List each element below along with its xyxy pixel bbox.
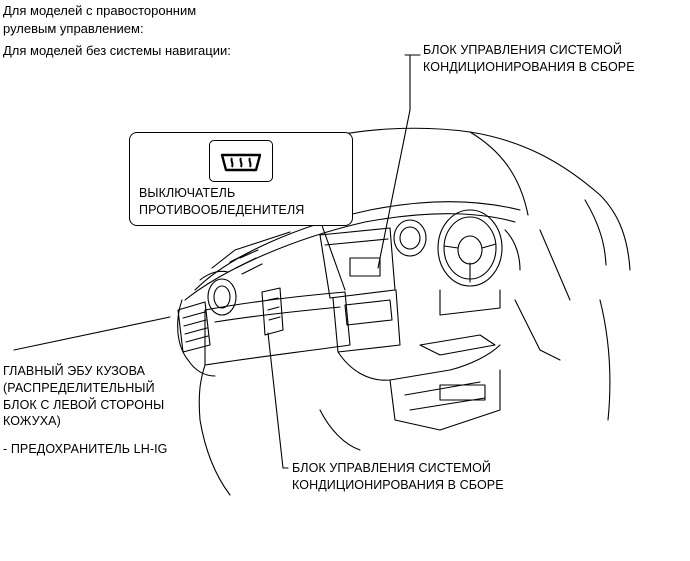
- ecu-label-3: БЛОК С ЛЕВОЙ СТОРОНЫ: [3, 398, 165, 412]
- switch-label-1: ВЫКЛЮЧАТЕЛЬ: [139, 186, 236, 200]
- leader-ac-top: [377, 54, 411, 269]
- windshield-defroster-icon: [220, 153, 262, 172]
- header-line-1: Для моделей с правосторонним: [3, 3, 197, 18]
- ac-top-label-2: КОНДИЦИОНИРОВАНИЯ В СБОРЕ: [423, 60, 635, 74]
- defroster-icon-frame: [209, 140, 273, 182]
- header-line-3: Для моделей без системы навигации:: [3, 43, 231, 58]
- switch-label-2: ПРОТИВООБЛЕДЕНИТЕЛЯ: [139, 203, 305, 217]
- leader-switch: [319, 219, 346, 291]
- header-line-2: рулевым управлением:: [3, 21, 144, 36]
- main-body-ecu-shape: [177, 301, 211, 353]
- ac-bottom-label-1: БЛОК УПРАВЛЕНИЯ СИСТЕМОЙ: [292, 461, 492, 475]
- leader-ac-bottom: [267, 332, 289, 469]
- ecu-label-2: (РАСПРЕДЕЛИТЕЛЬНЫЙ: [3, 381, 155, 395]
- ac-top-label-1: БЛОК УПРАВЛЕНИЯ СИСТЕМОЙ: [423, 43, 623, 57]
- fuse-label: - ПРЕДОХРАНИТЕЛЬ LH-IG: [3, 442, 168, 456]
- ac-bottom-label-2: КОНДИЦИОНИРОВАНИЯ В СБОРЕ: [292, 478, 504, 492]
- ecu-label-4: КОЖУХА): [3, 414, 61, 428]
- ac-unit-shape: [261, 287, 284, 336]
- defogger-switch-callout-box: ВЫКЛЮЧАТЕЛЬ ПРОТИВООБЛЕДЕНИТЕЛЯ: [129, 132, 353, 226]
- ecu-label-1: ГЛАВНЫЙ ЭБУ КУЗОВА: [3, 364, 146, 378]
- leader-ecu: [13, 316, 171, 351]
